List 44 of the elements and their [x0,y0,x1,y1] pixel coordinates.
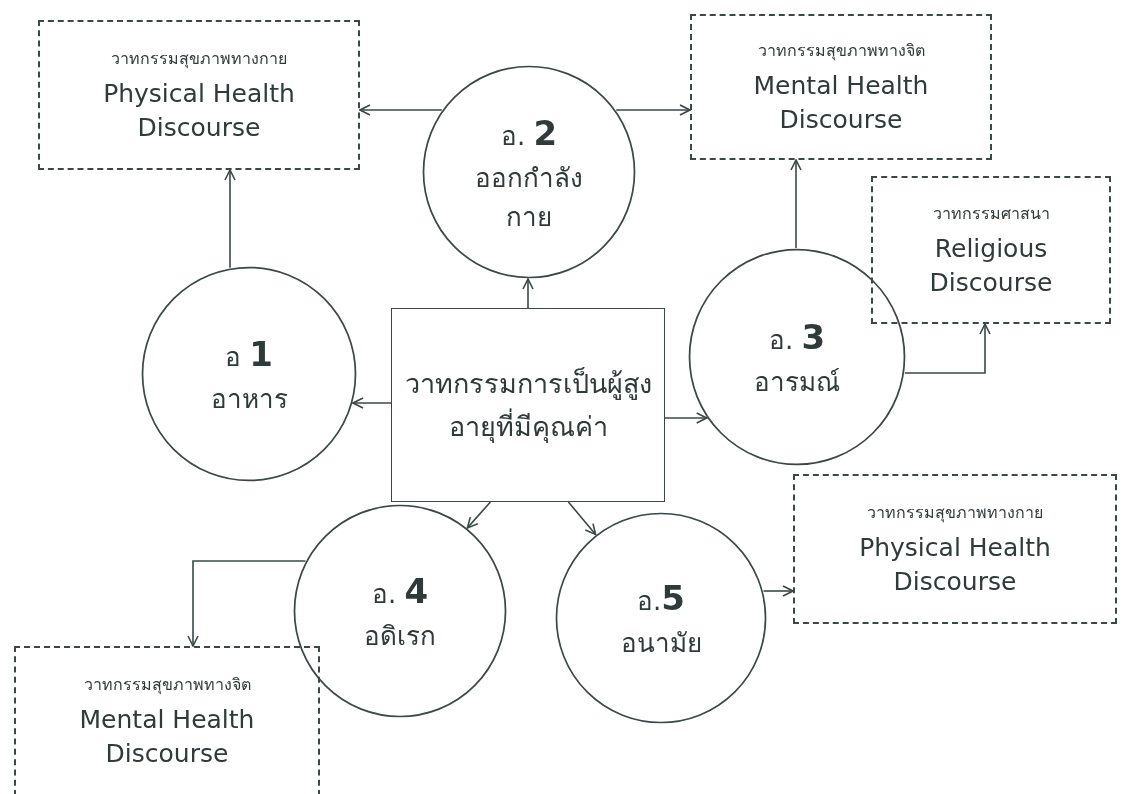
dashed-box [793,474,1117,624]
thai-heading: วาทกรรมสุขภาพทางกาย [111,47,287,71]
thai-heading: วาทกรรมสุขภาพทางจิต [757,39,925,63]
arrow [567,501,597,536]
dashed-box [690,14,992,160]
dashed-box [14,646,320,794]
arrow [352,397,392,409]
circle-number: อ. 3 [768,316,826,359]
arrow [224,169,236,269]
circle-number: อ.5 [637,577,685,620]
arrow [466,501,492,529]
circle-label: อดิเรก [364,620,436,653]
circle-node [688,248,906,466]
thai-heading: วาทกรรมสุขภาพทางกาย [867,501,1043,525]
thai-heading: วาทกรรมศาสนา [932,202,1050,225]
arrow [615,104,691,116]
circle-number: อ. 2 [500,111,558,155]
arrow [522,278,534,309]
box-label: Religious Discourse [928,232,1054,299]
circle-label: อารมณ์ [754,366,840,399]
arrow [904,323,991,374]
thai-heading: วาทกรรมสุขภาพทางจิต [83,673,251,697]
box-label: Physical Health Discourse [102,77,296,144]
dashed-box [38,20,360,170]
arrow [762,585,794,597]
box-label: Mental Health Discourse [78,703,256,770]
center-box [391,308,665,502]
circle-number: อ. 4 [371,570,429,613]
box-label: Mental Health Discourse [752,69,930,136]
arrow [790,159,802,249]
arrow [187,560,307,647]
circle-label: อาหาร [210,383,288,416]
circle-node [422,65,636,279]
box-label: Physical Health Discourse [858,531,1052,598]
circle-number: อ 1 [225,333,273,376]
arrow [359,104,443,116]
dashed-box [871,176,1111,324]
circle-node [555,512,767,724]
circle-node [141,266,357,482]
circle-label: ออกกำลังกาย [474,161,584,234]
arrow [664,412,708,424]
circle-label: อนามัย [620,627,702,660]
center-label: วาทกรรมการเป็นผู้สูงอายุที่มีคุณค่า [403,366,653,445]
circle-node [293,504,507,718]
